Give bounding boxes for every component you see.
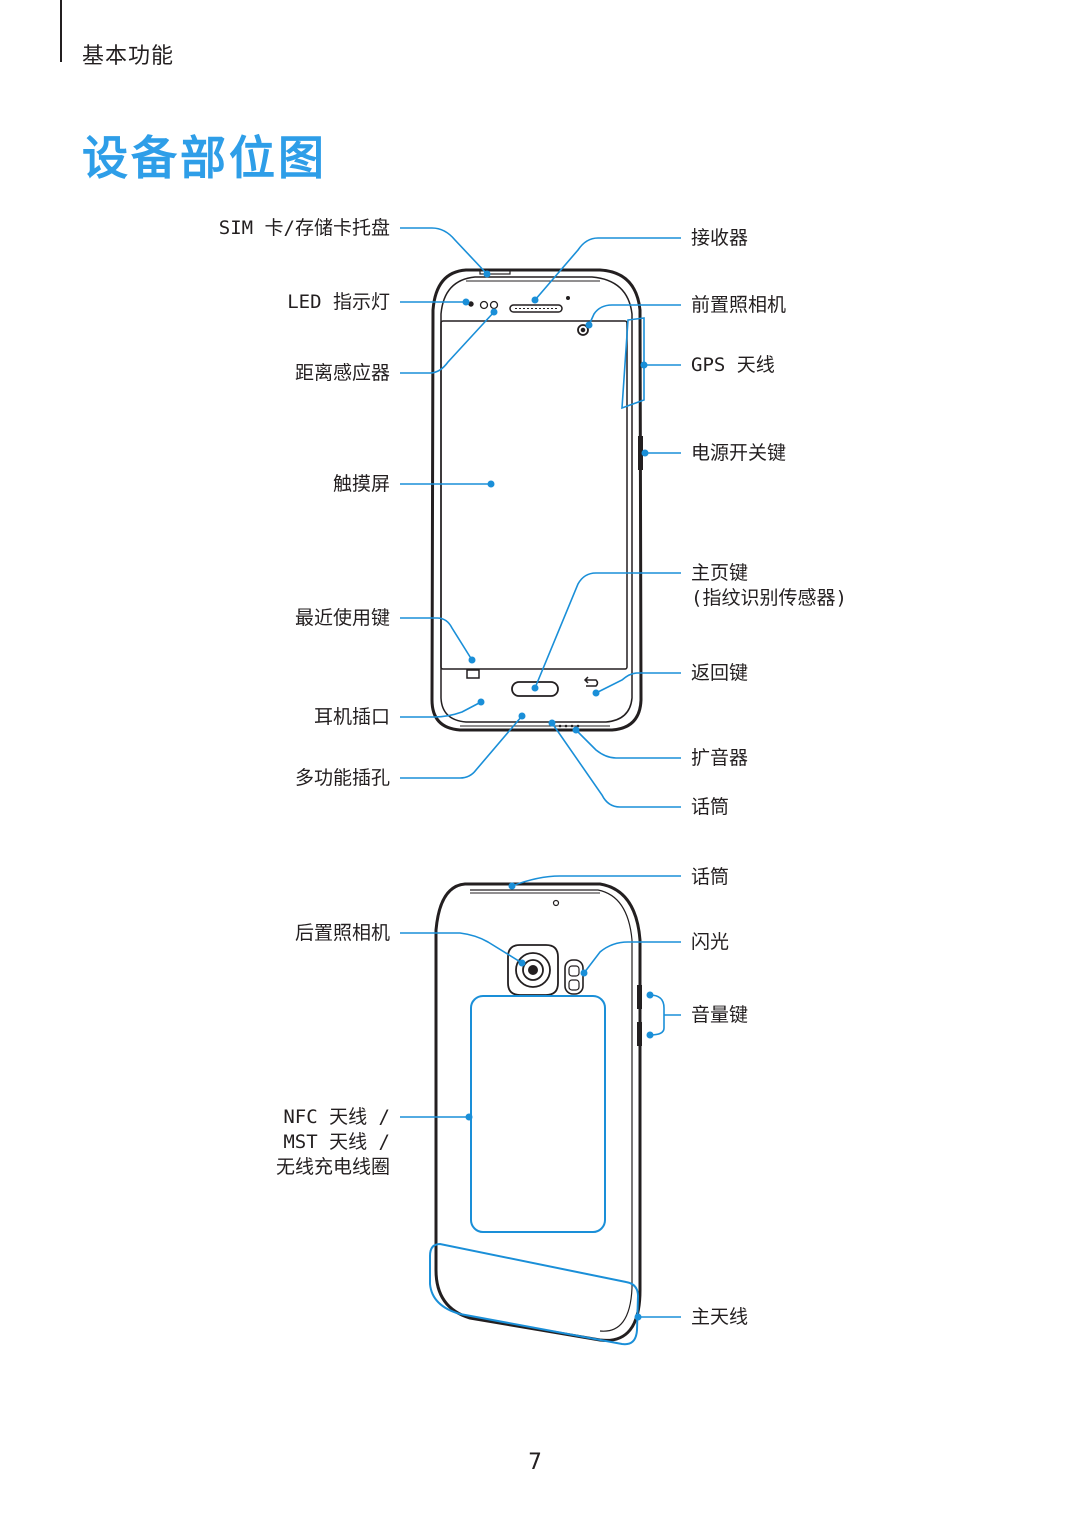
page-number: 7 [528, 1450, 542, 1475]
front-callout-dots [462, 270, 649, 734]
label-microphone-top: 话筒 [691, 866, 730, 888]
label-home-key: 主页键 [691, 562, 749, 584]
back-callouts [400, 875, 681, 1346]
home-key-shape [511, 681, 559, 697]
label-flash: 闪光 [691, 931, 730, 953]
label-speaker: 扩音器 [691, 747, 749, 769]
label-recent-apps-key: 最近使用键 [294, 607, 390, 629]
label-rear-camera: 后置照相机 [294, 922, 390, 944]
volume-key-shape-down [637, 1022, 642, 1046]
callout-speaker [575, 729, 681, 759]
page-title: 设备部位图 [82, 131, 327, 185]
callout-earpiece [534, 237, 681, 301]
rear-camera-ring [515, 952, 551, 988]
callout-proximity [400, 311, 495, 374]
label-proximity-sensor: 距离感应器 [294, 362, 390, 384]
callout-multipurpose-jack [400, 715, 523, 779]
volume-key-shape-up [637, 985, 642, 1009]
phone-back-view [434, 882, 642, 1342]
proximity-sensor-1 [479, 300, 489, 310]
callout-sim-tray [400, 227, 488, 275]
callout-microphone-top [511, 875, 681, 887]
front-body [430, 268, 643, 732]
label-main-antenna: 主天线 [691, 1306, 749, 1328]
label-front-camera: 前置照相机 [691, 294, 787, 316]
label-home-key-note: (指纹识别传感器) [691, 587, 847, 609]
back-callout-dots [465, 882, 654, 1321]
front-screen [440, 320, 628, 670]
label-earphone-jack: 耳机插口 [313, 706, 390, 728]
callout-home-key [534, 572, 681, 689]
callout-earphone-jack [400, 701, 482, 718]
label-power-key: 电源开关键 [691, 442, 787, 464]
callout-gps-antenna-bracket [621, 317, 645, 410]
recent-apps-key-shape [466, 669, 480, 679]
proximity-sensor-2 [489, 300, 499, 310]
flash-module [564, 959, 584, 995]
label-mst-antenna: MST 天线 / [283, 1131, 390, 1153]
front-callouts [400, 227, 681, 808]
label-back-key: 返回键 [691, 662, 749, 684]
callout-flash [583, 941, 681, 974]
rear-camera-lens [522, 959, 544, 981]
earpiece-grille [509, 304, 563, 313]
label-earpiece: 接收器 [691, 227, 749, 249]
power-key-shape [638, 436, 643, 470]
label-touchscreen: 触摸屏 [332, 473, 390, 495]
back-body [434, 882, 642, 1342]
front-camera-lens [577, 324, 589, 336]
callout-front-camera [588, 304, 681, 326]
back-key-shape [583, 676, 599, 687]
callout-microphone-bottom [551, 722, 681, 808]
label-led-indicator: LED 指示灯 [287, 291, 390, 313]
label-wireless-charging-coil: 无线充电线圈 [275, 1156, 390, 1178]
back-top-dot [552, 899, 560, 907]
main-antenna-outline [429, 1242, 640, 1346]
label-sim-tray: SIM 卡/存储卡托盘 [218, 217, 390, 239]
sim-tray-slot [479, 269, 511, 275]
front-top-dot [566, 296, 570, 300]
callout-volume-bracket [649, 994, 665, 1036]
callout-back-key [595, 672, 681, 694]
nfc-coil-outline [470, 995, 606, 1233]
label-nfc-antenna: NFC 天线 / [283, 1106, 390, 1128]
callout-rear-camera [400, 932, 523, 964]
phone-front-view [430, 268, 643, 732]
section-title: 基本功能 [82, 44, 175, 69]
back-body-edge [470, 889, 633, 1332]
label-microphone-bottom: 话筒 [691, 796, 730, 818]
section-divider [60, 0, 62, 62]
label-volume-key: 音量键 [691, 1004, 749, 1026]
label-gps-antenna: GPS 天线 [691, 354, 775, 376]
callout-recent-apps [400, 617, 473, 661]
speaker-holes [558, 724, 580, 728]
label-multipurpose-jack: 多功能插孔 [294, 767, 390, 789]
